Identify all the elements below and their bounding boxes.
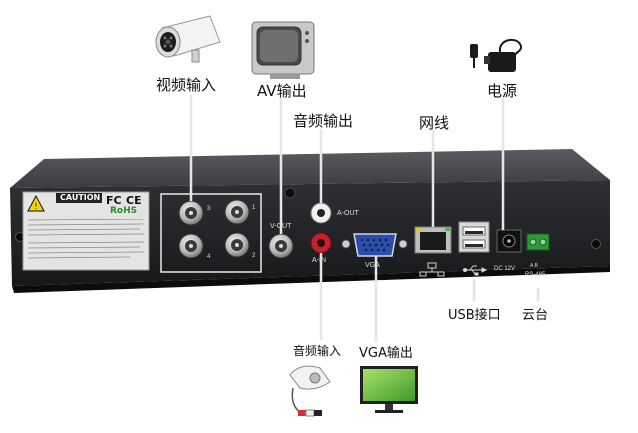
bnc-ch1[interactable]	[224, 199, 250, 225]
channel-3-label: 3	[207, 206, 211, 212]
screw-right	[591, 239, 601, 249]
panel-screw	[284, 187, 296, 199]
chassis-bottom-edge	[12, 266, 610, 293]
network-icon	[419, 262, 445, 277]
caution-title: CAUTION	[60, 193, 101, 202]
lcd-monitor-icon	[360, 366, 418, 413]
channel-2-label: 2	[252, 253, 256, 259]
vga-output-callout: VGA输出	[359, 346, 413, 361]
warning-icon	[27, 194, 45, 212]
a-in-label: A-IN	[312, 257, 326, 264]
chassis-top	[10, 149, 610, 188]
chassis-rear-panel	[10, 180, 610, 286]
bnc-ch2[interactable]	[224, 232, 250, 258]
rj45-socket	[420, 232, 446, 250]
usb-callout: USB接口	[448, 308, 501, 323]
v-out-label: V-OUT	[270, 223, 292, 230]
rs485-ab-label: A B	[530, 263, 538, 269]
audio-input-callout: 音频输入	[293, 344, 342, 358]
a-out-label: A-OUT	[337, 210, 359, 217]
callout-lines	[189, 95, 540, 342]
svg-text:!: !	[34, 202, 37, 211]
vga-thumb-screw-left	[341, 239, 351, 249]
vga-thumb-screw-right	[398, 239, 408, 249]
video-input-callout: 视频输入	[156, 76, 217, 94]
usb-icon	[463, 265, 488, 276]
ce-mark: CE	[126, 194, 142, 207]
rca-audio-out[interactable]	[310, 202, 332, 224]
cert-logos	[104, 195, 146, 219]
power-adapter-icon	[470, 38, 523, 72]
network-callout: 网线	[419, 114, 450, 132]
dc-label: DC 12V	[494, 266, 516, 272]
bnc-v-out[interactable]	[268, 233, 294, 259]
video-in-frame	[160, 193, 262, 273]
audio-output-callout: 音频输出	[293, 112, 354, 130]
rs485-terminal[interactable]	[526, 233, 550, 251]
camera-icon	[155, 15, 221, 63]
power-callout: 电源	[487, 82, 518, 100]
fcc-mark: FC	[106, 194, 122, 207]
bnc-ch4[interactable]	[178, 233, 204, 259]
video-in-label: VIDEO IN	[137, 194, 145, 226]
bnc-ch3[interactable]	[178, 200, 204, 226]
rs485-label: RS-485	[525, 272, 546, 278]
microphone-icon	[289, 365, 331, 417]
vga-label: VGA	[365, 262, 380, 269]
channel-4-label: 4	[207, 254, 211, 260]
rca-audio-in[interactable]	[310, 232, 332, 254]
ptz-callout: 云台	[522, 308, 549, 323]
av-output-callout: AV输出	[257, 82, 307, 100]
rohs-mark: RoHS	[110, 206, 138, 216]
caution-header	[56, 193, 102, 203]
channel-1-label: 1	[252, 205, 256, 211]
tv-monitor-icon	[251, 21, 315, 79]
